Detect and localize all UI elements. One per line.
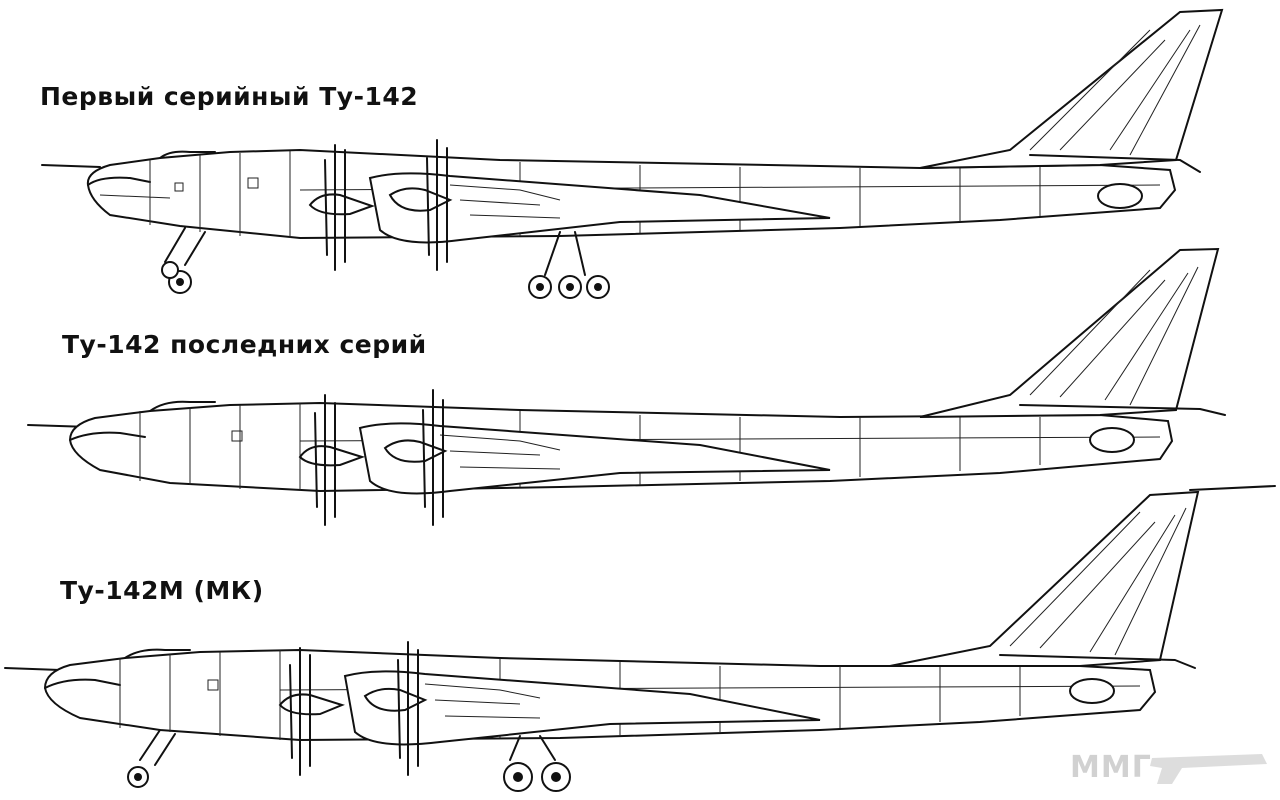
aircraft-drawing-late-series [27,247,1226,526]
aircraft-drawing-tu142m [4,485,1276,792]
mmg-watermark: ММГ [1062,736,1272,796]
aircraft-drawing-first-serial [41,8,1224,299]
watermark-text: ММГ [1070,750,1152,785]
label-tu142m-mk: Ту-142М (МК) [60,576,264,605]
rifle-watermark-icon [1150,754,1267,784]
label-first-serial-tu142: Первый серийный Ту-142 [40,82,419,111]
label-late-series-tu142: Ту-142 последних серий [62,330,427,359]
